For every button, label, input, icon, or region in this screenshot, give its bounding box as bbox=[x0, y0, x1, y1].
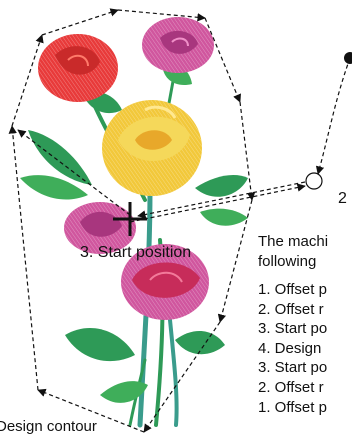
offset-point-2-label: 2 bbox=[338, 190, 347, 207]
contour-edge bbox=[41, 8, 119, 36]
offset-point-2 bbox=[305, 172, 323, 190]
contour-edge bbox=[143, 321, 221, 433]
offset-path-segment bbox=[137, 181, 306, 219]
description-line: The machi bbox=[258, 233, 329, 250]
rose-pink-left bbox=[64, 202, 136, 254]
sequence-step: 3. Start po bbox=[258, 359, 328, 377]
sequence-step: 4. Design bbox=[258, 339, 322, 357]
sequence-step: 1. Offset p bbox=[258, 398, 327, 416]
leaves bbox=[20, 61, 248, 403]
contour-edge bbox=[8, 125, 39, 391]
rose-red-top-left bbox=[38, 34, 118, 102]
offset-path bbox=[17, 57, 351, 223]
rose-embroidery-artwork bbox=[20, 17, 248, 428]
start-position-label: 3. Start position bbox=[80, 244, 192, 261]
offset-point-1 bbox=[344, 52, 352, 64]
offset-path-curve bbox=[315, 57, 351, 175]
contour-edge bbox=[37, 388, 145, 433]
offset-path-segment bbox=[17, 129, 131, 216]
design-contour bbox=[8, 8, 256, 433]
rose-pink-top-right bbox=[142, 17, 214, 73]
description-line: following bbox=[258, 253, 317, 270]
design-contour-label: Design contour bbox=[0, 418, 97, 435]
start-position-crosshair-icon bbox=[113, 202, 147, 236]
contour-edge bbox=[204, 17, 241, 103]
contour-edge bbox=[239, 101, 256, 201]
sequence-step: 1. Offset p bbox=[258, 281, 327, 298]
description-text: The machi following bbox=[258, 232, 352, 272]
sequence-step: 2. Offset r bbox=[258, 300, 324, 318]
rose-yellow-center bbox=[102, 100, 202, 196]
contour-edge bbox=[11, 34, 44, 127]
rose-red-pink-lower bbox=[121, 244, 209, 320]
contour-edge bbox=[217, 199, 253, 323]
offset-path-segment bbox=[129, 183, 306, 223]
sequence-step: 3. Start po bbox=[258, 320, 328, 338]
sequence-list: 1. Offset p 2. Offset r 3. Start po 4. D… bbox=[258, 280, 352, 417]
contour-edge bbox=[117, 9, 206, 22]
sequence-step: 2. Offset r bbox=[258, 378, 324, 396]
